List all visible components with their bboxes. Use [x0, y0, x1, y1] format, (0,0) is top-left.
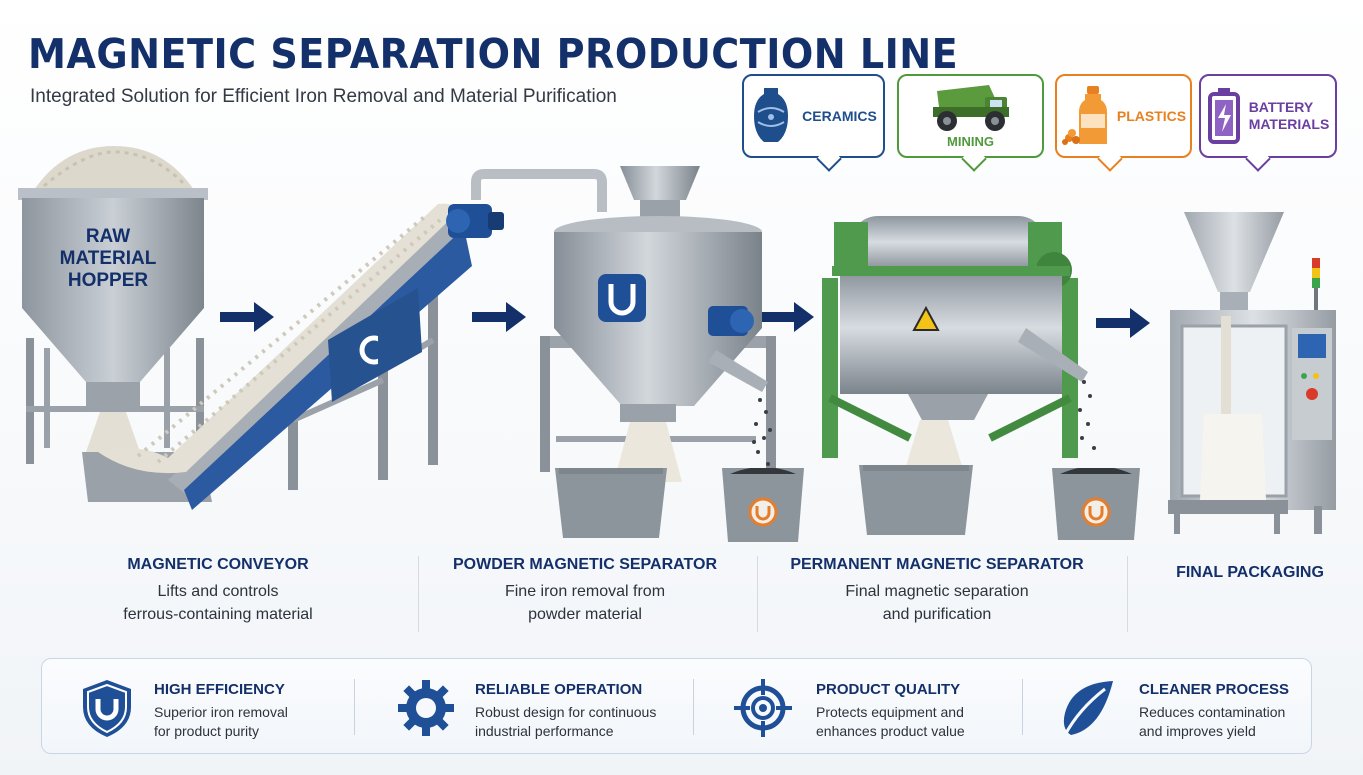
benefit-title: PRODUCT QUALITY	[816, 681, 961, 698]
stage-desc-line1: Fine iron removal from	[504, 583, 666, 600]
plastic-bottle-icon	[1061, 86, 1107, 145]
benefit-desc-line2: enhances product value	[816, 723, 965, 739]
benefit-desc-line1: Protects equipment and	[816, 704, 964, 720]
industry-mining: MINING	[897, 74, 1044, 172]
clean-material-bin	[859, 465, 973, 535]
stage-magnetic-conveyor: MAGNETIC CONVEYOR Lifts and controls fer…	[88, 556, 348, 626]
flow-arrow	[760, 302, 814, 332]
raw-material-hopper	[18, 146, 208, 464]
gear-icon	[398, 680, 454, 736]
magnetic-conveyor	[82, 203, 504, 510]
magnet-logo-icon	[1088, 506, 1104, 521]
stage-final-packaging: FINAL PACKAGING	[1140, 564, 1360, 582]
benefit-reliable-operation: RELIABLE OPERATION Robust design for con…	[355, 659, 693, 755]
stage-title: FINAL PACKAGING	[1176, 564, 1324, 581]
industry-ceramics: CERAMICS	[742, 74, 885, 172]
iron-waste-bin	[722, 468, 804, 542]
stage-desc-line2: ferrous-containing material	[123, 606, 313, 623]
stage-divider	[757, 556, 758, 632]
magnet-logo-icon	[608, 284, 636, 316]
benefit-divider	[1022, 679, 1023, 735]
benefits-panel: HIGH EFFICIENCY Superior iron removal fo…	[41, 658, 1312, 754]
hopper-label: RAW MATERIAL HOPPER	[44, 226, 172, 292]
stage-title: PERMANENT MAGNETIC SEPARATOR	[790, 556, 1084, 573]
flow-arrow	[220, 302, 274, 332]
clean-material-bin	[555, 468, 667, 538]
magnet-logo-icon	[359, 335, 390, 365]
stage-desc-line1: Final magnetic separation	[845, 583, 1029, 600]
powder-magnetic-separator	[471, 166, 776, 482]
stage-desc-line2: powder material	[528, 606, 642, 623]
benefit-title: HIGH EFFICIENCY	[154, 681, 285, 698]
stage-divider	[1127, 556, 1128, 632]
benefit-desc-line1: Reduces contamination	[1139, 704, 1286, 720]
battery-icon	[1207, 88, 1240, 144]
benefit-desc-line1: Robust design for continuous	[475, 704, 657, 720]
benefit-high-efficiency: HIGH EFFICIENCY Superior iron removal fo…	[42, 659, 354, 755]
hopper-label-line3: HOPPER	[67, 270, 149, 291]
stage-divider	[418, 556, 419, 632]
magnet-logo-icon	[755, 506, 771, 521]
hopper-label-line2: MATERIAL	[59, 248, 157, 269]
vase-icon	[754, 88, 789, 142]
industry-plastics: PLASTICS	[1055, 74, 1192, 172]
packaging-machine	[1168, 212, 1336, 534]
benefit-divider	[354, 679, 355, 735]
target-icon	[734, 679, 792, 737]
benefit-title: RELIABLE OPERATION	[475, 681, 643, 698]
stage-title: POWDER MAGNETIC SEPARATOR	[452, 556, 717, 573]
stage-desc-line2: and purification	[882, 606, 992, 623]
stage-powder-magnetic-separator: POWDER MAGNETIC SEPARATOR Fine iron remo…	[440, 556, 730, 626]
benefit-title: CLEANER PROCESS	[1139, 681, 1290, 698]
stage-desc-line1: Lifts and controls	[157, 583, 279, 600]
magnet-shield-icon	[83, 680, 131, 737]
page-title: MAGNETIC SEPARATION PRODUCTION LINE	[28, 30, 959, 78]
benefit-desc-line2: industrial performance	[475, 723, 614, 739]
dump-truck-icon	[932, 84, 1009, 131]
leaf-icon	[1063, 681, 1113, 736]
iron-waste-bin	[1052, 468, 1140, 540]
benefit-desc-line1: Superior iron removal	[154, 704, 288, 720]
flow-arrow	[1096, 308, 1150, 338]
warning-icon	[912, 305, 940, 331]
benefit-desc-line2: for product purity	[154, 723, 260, 739]
hopper-label-line1: RAW	[85, 226, 131, 247]
benefit-product-quality: PRODUCT QUALITY Protects equipment and e…	[694, 659, 1022, 755]
benefit-desc-line2: and improves yield	[1139, 723, 1256, 739]
flow-arrow	[472, 302, 526, 332]
industry-label: CERAMICS	[802, 107, 877, 124]
industry-label-line1: BATTERY	[1248, 99, 1314, 115]
industry-battery-materials: BATTERY MATERIALS	[1199, 74, 1337, 172]
benefit-divider	[693, 679, 694, 735]
industry-label-line2: MATERIALS	[1248, 116, 1330, 132]
industry-label: MINING	[947, 133, 994, 149]
stage-permanent-magnetic-separator: PERMANENT MAGNETIC SEPARATOR Final magne…	[778, 556, 1096, 626]
stage-title: MAGNETIC CONVEYOR	[127, 556, 309, 573]
industry-label: PLASTICS	[1116, 107, 1187, 124]
benefit-cleaner-process: CLEANER PROCESS Reduces contamination an…	[1023, 659, 1313, 755]
permanent-magnetic-separator	[822, 216, 1096, 466]
page-subtitle: Integrated Solution for Efficient Iron R…	[30, 86, 617, 107]
